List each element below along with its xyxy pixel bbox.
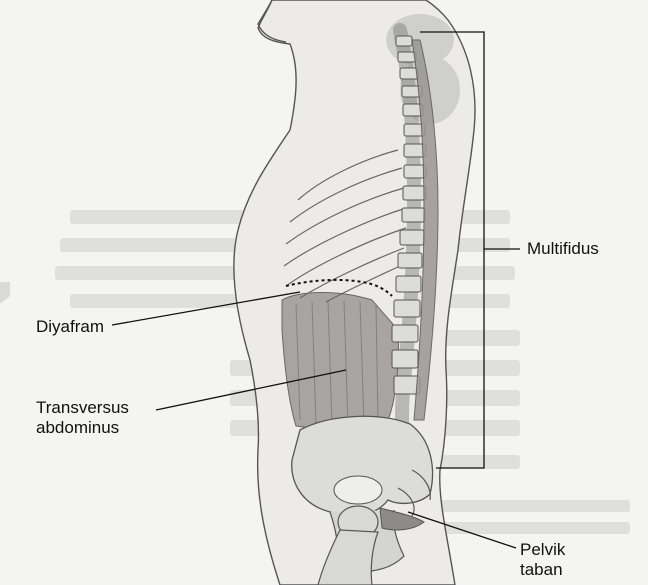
label-transversus-line2: abdominus [36, 418, 186, 438]
label-pelvic-line1: Pelvik [520, 540, 600, 560]
label-pelvic-line2: taban [520, 560, 600, 580]
label-diaphragm: Diyafram [36, 317, 104, 337]
label-pelvic-floor: Pelvik taban [520, 540, 600, 580]
label-transversus-line1: Transversus [36, 398, 186, 418]
label-multifidus: Multifidus [527, 239, 599, 259]
label-transversus-abdominus: Transversus abdominus [36, 398, 186, 438]
